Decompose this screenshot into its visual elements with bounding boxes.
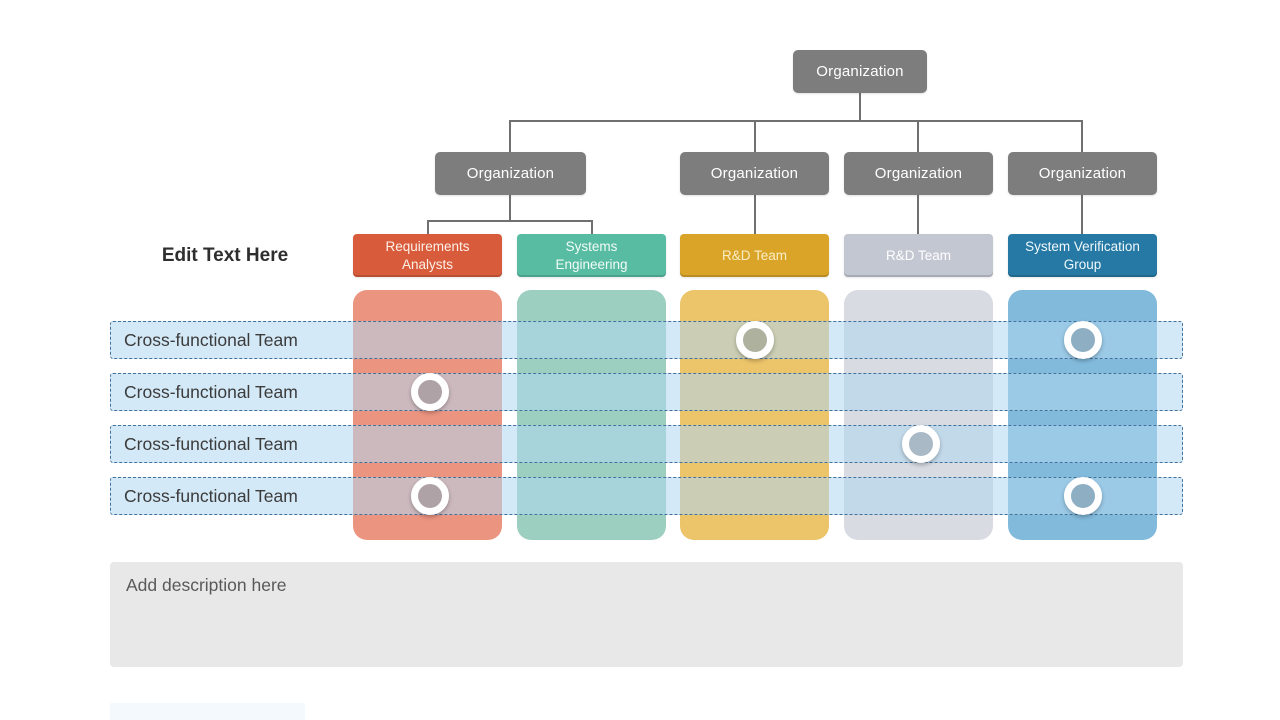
matrix-node-marker-row1-rd-team-1[interactable] xyxy=(736,321,774,359)
row-label: Cross-functional Team xyxy=(124,329,298,350)
team-box-system-verification-group[interactable]: System Verification Group xyxy=(1008,234,1157,277)
matrix-node-marker-row2-requirements-analysts[interactable] xyxy=(411,373,449,411)
team-box-label: R&D Team xyxy=(885,247,952,263)
row-label: Cross-functional Team xyxy=(124,433,298,454)
org-box-root[interactable]: Organization xyxy=(793,50,927,93)
cross-functional-team-row-4[interactable]: Cross-functional Team xyxy=(110,477,1183,515)
matrix-node-marker-row3-rd-team-2[interactable] xyxy=(902,425,940,463)
team-box-requirements-analysts[interactable]: Requirements Analysts xyxy=(353,234,502,277)
connector-line xyxy=(917,195,919,234)
org-box-level2-3[interactable]: Organization xyxy=(844,152,993,195)
row-label: Cross-functional Team xyxy=(124,485,298,506)
org-box-label: Organization xyxy=(816,63,904,80)
org-box-level2-1[interactable]: Organization xyxy=(435,152,586,195)
connector-line xyxy=(591,220,593,234)
matrix-node-marker-row4-system-verification-group[interactable] xyxy=(1064,477,1102,515)
org-box-label: Organization xyxy=(466,165,555,182)
cross-functional-team-row-3[interactable]: Cross-functional Team xyxy=(110,425,1183,463)
connector-line xyxy=(427,220,429,234)
team-box-label: R&D Team xyxy=(721,247,788,263)
team-box-rd-team-1[interactable]: R&D Team xyxy=(680,234,829,277)
org-box-label: Organization xyxy=(1038,165,1127,182)
connector-line xyxy=(509,120,511,152)
connector-line xyxy=(509,120,1083,122)
row-label: Cross-functional Team xyxy=(124,381,298,402)
org-box-label: Organization xyxy=(710,165,799,182)
connector-line xyxy=(754,195,756,234)
edit-text-label[interactable]: Edit Text Here xyxy=(161,244,289,266)
matrix-node-marker-row4-requirements-analysts[interactable] xyxy=(411,477,449,515)
connector-line xyxy=(917,120,919,152)
cross-functional-team-row-2[interactable]: Cross-functional Team xyxy=(110,373,1183,411)
team-box-rd-team-2[interactable]: R&D Team xyxy=(844,234,993,277)
team-box-label: Systems Engineering xyxy=(555,239,628,272)
connector-line xyxy=(1081,120,1083,152)
team-box-label: System Verification Group xyxy=(1025,239,1140,272)
org-box-level2-2[interactable]: Organization xyxy=(680,152,829,195)
team-box-label: Requirements Analysts xyxy=(385,239,470,272)
connector-line xyxy=(754,120,756,152)
connector-line xyxy=(1081,195,1083,234)
matrix-node-marker-row1-system-verification-group[interactable] xyxy=(1064,321,1102,359)
team-box-systems-engineering[interactable]: Systems Engineering xyxy=(517,234,666,277)
description-placeholder: Add description here xyxy=(126,575,287,595)
cross-functional-team-row-1[interactable]: Cross-functional Team xyxy=(110,321,1183,359)
description-box[interactable]: Add description here xyxy=(110,562,1183,667)
footer-accent-strip xyxy=(110,703,305,720)
connector-line xyxy=(427,220,593,222)
connector-line xyxy=(509,195,511,221)
org-box-label: Organization xyxy=(874,165,963,182)
org-box-level2-4[interactable]: Organization xyxy=(1008,152,1157,195)
connector-line xyxy=(859,93,861,122)
